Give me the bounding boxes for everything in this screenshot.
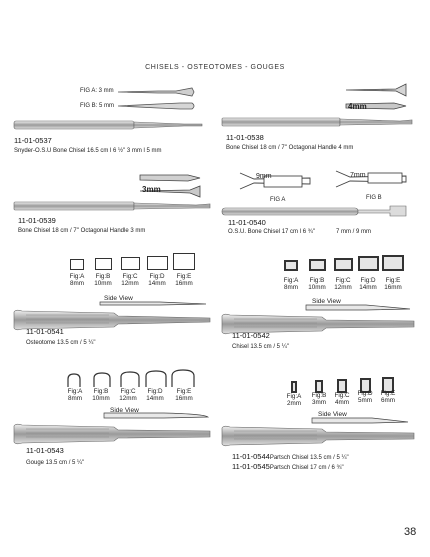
osu-chisel-fig-a-image — [239, 172, 311, 190]
product-description: Bone Chisel 18 cm / 7'' Octagonal Handle… — [18, 228, 146, 234]
product-code: 11-01-0539 — [18, 216, 56, 225]
product-code: 11-01-0543 — [26, 446, 64, 455]
profile-fig-c — [121, 257, 140, 270]
bone-chisel-octagonal-image — [13, 201, 211, 211]
snyder-chisel-tip-b-image — [117, 102, 195, 110]
profile-fig-e — [173, 253, 195, 270]
osu-bone-chisel-image — [221, 205, 407, 217]
size-label: 4mm — [348, 102, 367, 111]
gouge-image — [13, 423, 211, 445]
fig-b-size-label: 7mm — [350, 172, 366, 179]
side-view-label: Side View — [318, 411, 347, 418]
profile-fig-a — [284, 260, 298, 271]
osteotome-image — [13, 309, 211, 331]
product-code: 11-01-0537 — [14, 136, 52, 145]
chisel-image — [221, 313, 415, 335]
profile-fig-a — [70, 259, 84, 270]
side-view-label: Side View — [104, 295, 133, 302]
gouge-side-view-image — [103, 412, 210, 419]
partsch-side-view-image — [311, 417, 409, 424]
product-description: Partsch Chisel 17 cm / 6 ¾" — [269, 465, 344, 471]
page-title: CHISELS - OSTEOTOMES - GOUGES — [145, 64, 285, 71]
product-line-0544: 11-01-0544Partsch Chisel 13.5 cm / 5 ¼" — [232, 446, 349, 464]
product-code: 11-01-0544 — [232, 452, 270, 461]
profile-fig-b — [315, 380, 323, 393]
product-sizes: 7 mm / 9 mm — [336, 229, 372, 235]
product-line-0545: 11-01-0545Partsch Chisel 17 cm / 6 ¾" — [232, 456, 344, 474]
osu-chisel-fig-b-image — [335, 170, 407, 188]
fig-a-size-label: 9mm — [256, 173, 272, 180]
product-code: 11-01-0545 — [232, 462, 270, 471]
chisel-side-view-image — [305, 304, 411, 311]
page-number: 38 — [404, 526, 417, 538]
snyder-chisel-tip-a-image — [117, 87, 195, 97]
product-description: Osteotome 13.5 cm / 5 ¼" — [26, 340, 96, 346]
bone-chisel-octagonal-image — [221, 117, 413, 127]
profile-fig-d — [360, 378, 371, 393]
profile-fig-b — [309, 259, 326, 271]
fig-a-label: FIG A: 3 mm — [80, 88, 114, 94]
fig-b-label: FIG B — [366, 195, 382, 201]
profile-fig-b — [95, 258, 112, 270]
profile-fig-c — [334, 258, 353, 271]
product-description: Snyder-O.S.U Bone Chisel 16.5 cm l 6 ½" … — [14, 148, 162, 154]
product-code: 11-01-0541 — [26, 327, 64, 336]
osteotome-side-view-image — [99, 301, 207, 306]
product-code: 11-01-0538 — [226, 133, 264, 142]
side-view-label: Side View — [110, 407, 139, 414]
fig-b-label: FIG B: 5 mm — [80, 103, 115, 109]
bone-chisel-tip-image — [139, 174, 201, 198]
product-code: 11-01-0540 — [228, 218, 266, 227]
profile-fig-d — [147, 256, 168, 270]
profile-fig-e — [382, 255, 404, 271]
bone-chisel-tip-image — [345, 83, 407, 110]
product-code: 11-01-0542 — [232, 331, 270, 340]
fig-a-label: FIG A — [270, 197, 286, 203]
product-description: Bone Chisel 18 cm / 7'' Octagonal Handle… — [226, 145, 354, 151]
profile-fig-c — [337, 379, 347, 393]
partsch-chisel-image — [221, 425, 415, 447]
profile-fig-d — [358, 256, 379, 271]
profile-fig-a — [291, 381, 297, 393]
profile-fig-e — [382, 377, 394, 393]
product-description: Partsch Chisel 13.5 cm / 5 ¼" — [269, 455, 349, 461]
gouge-profiles-image — [67, 369, 195, 387]
side-view-label: Side View — [312, 298, 341, 305]
product-description: Chisel 13.5 cm / 5 ¼" — [232, 344, 289, 350]
product-description: O.S.U. Bone Chisel 17 cm l 6 ¾" — [228, 229, 315, 235]
product-description: Gouge 13.5 cm / 5 ¼" — [26, 460, 85, 466]
size-label: 3mm — [142, 185, 161, 194]
snyder-bone-chisel-image — [13, 120, 203, 130]
